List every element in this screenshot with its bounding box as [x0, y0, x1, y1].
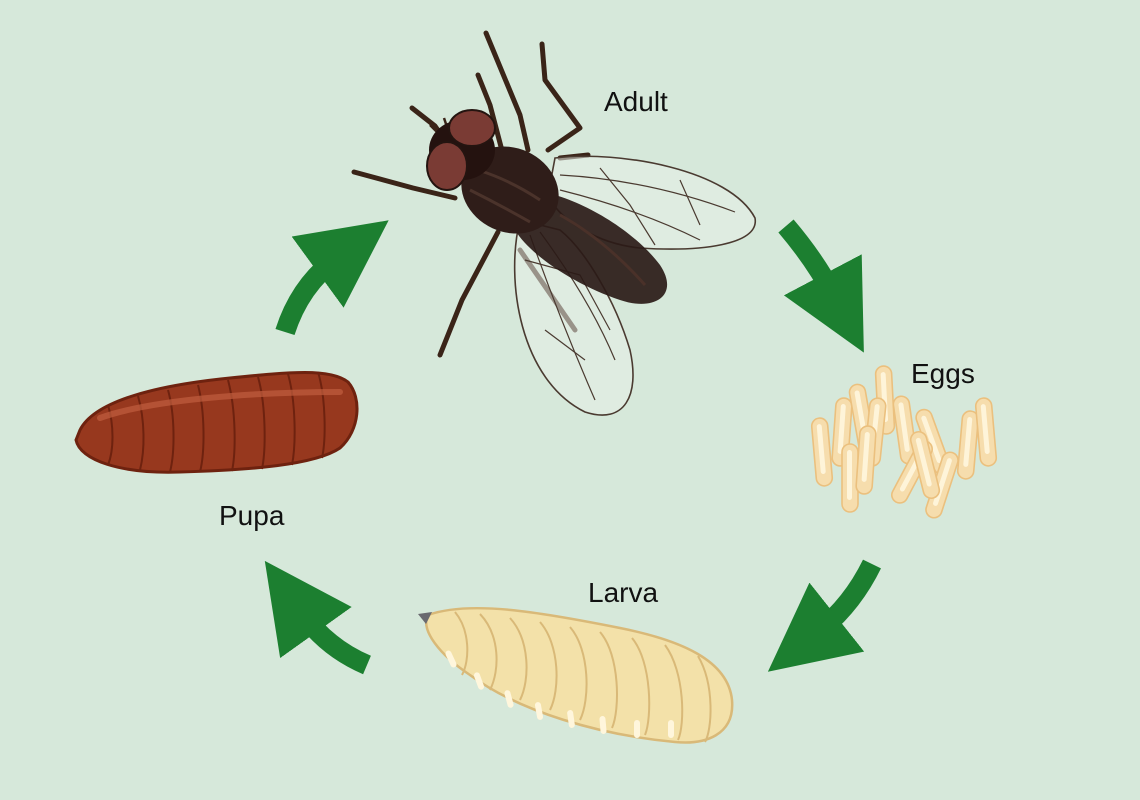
larva-icon: [418, 606, 734, 744]
label-larva: Larva: [588, 577, 659, 608]
house-fly-icon: [351, 30, 756, 416]
cycle-arrow-icon: [767, 559, 881, 672]
label-eggs: Eggs: [911, 358, 975, 389]
cycle-arrow-icon: [778, 219, 864, 353]
label-pupa: Pupa: [219, 500, 285, 531]
label-adult: Adult: [604, 86, 668, 117]
cycle-arrow-icon: [264, 560, 372, 675]
cycle-arrow-icon: [275, 220, 389, 336]
pupa-icon: [74, 371, 359, 474]
